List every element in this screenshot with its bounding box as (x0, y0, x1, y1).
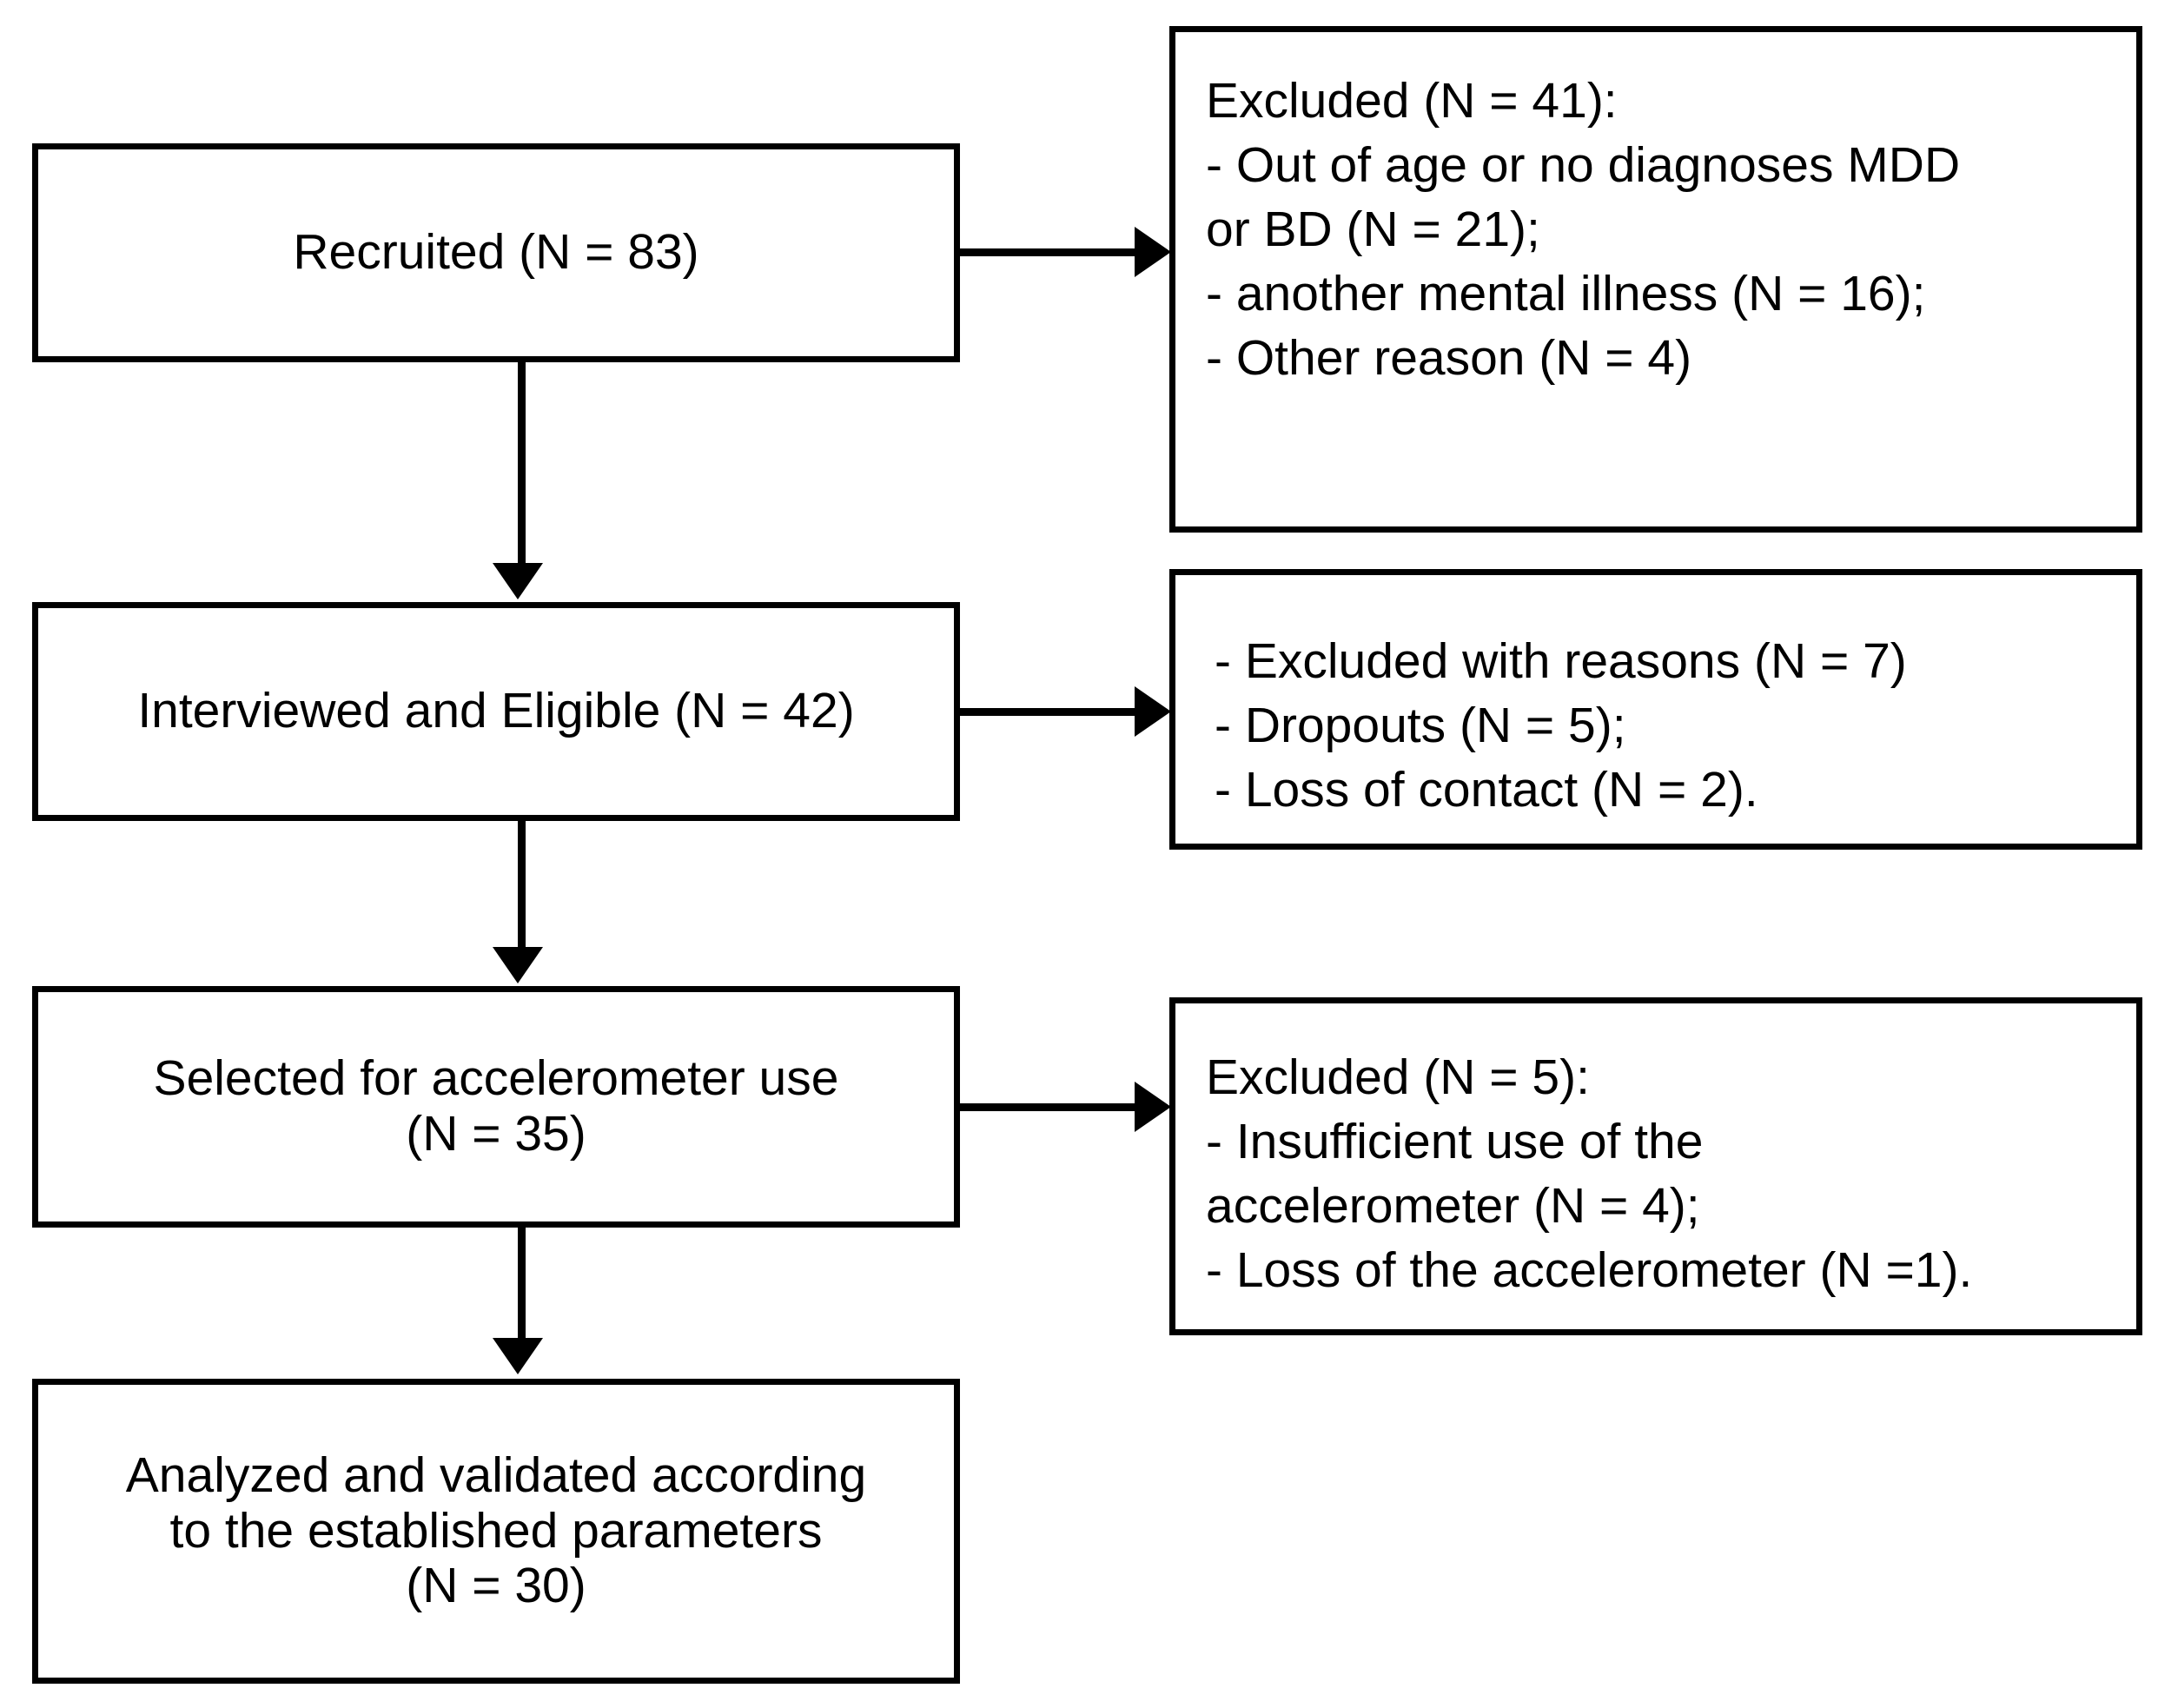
flow-node-interviewed: Interviewed and Eligible (N = 42) (32, 602, 960, 821)
flow-node-recruited: Recruited (N = 83) (32, 143, 960, 362)
flow-node-interviewed-label: Interviewed and Eligible (N = 42) (137, 683, 855, 739)
connector-interviewed-to-selected-line (518, 821, 526, 950)
exclusion-box-2: - Excluded with reasons (N = 7) - Dropou… (1169, 569, 2142, 850)
connector-selected-to-analyzed-line (518, 1228, 526, 1341)
arrow-down-icon (493, 563, 543, 599)
connector-recruited-to-exclusion-1-line (960, 248, 1139, 256)
exclusion-box-1-label: Excluded (N = 41): - Out of age or no di… (1206, 73, 1961, 387)
flow-node-selected: Selected for accelerometer use (N = 35) (32, 986, 960, 1228)
exclusion-box-3-label: Excluded (N = 5): - Insufficient use of … (1206, 1049, 1973, 1299)
arrow-down-icon (493, 1338, 543, 1374)
arrow-right-icon (1135, 227, 1171, 277)
arrow-right-icon (1135, 1082, 1171, 1132)
flow-node-analyzed: Analyzed and validated according to the … (32, 1379, 960, 1684)
arrow-right-icon (1135, 686, 1171, 737)
flow-node-recruited-label: Recruited (N = 83) (293, 224, 699, 281)
connector-interviewed-to-exclusion-2-line (960, 708, 1139, 716)
exclusion-box-1: Excluded (N = 41): - Out of age or no di… (1169, 26, 2142, 533)
connector-recruited-to-interviewed-line (518, 362, 526, 566)
flow-node-selected-label: Selected for accelerometer use (N = 35) (153, 1050, 839, 1162)
exclusion-box-2-label: - Excluded with reasons (N = 7) - Dropou… (1215, 633, 1907, 818)
exclusion-box-3: Excluded (N = 5): - Insufficient use of … (1169, 997, 2142, 1335)
flow-node-analyzed-label: Analyzed and validated according to the … (125, 1447, 867, 1614)
connector-selected-to-exclusion-3-line (960, 1103, 1139, 1111)
arrow-down-icon (493, 947, 543, 983)
